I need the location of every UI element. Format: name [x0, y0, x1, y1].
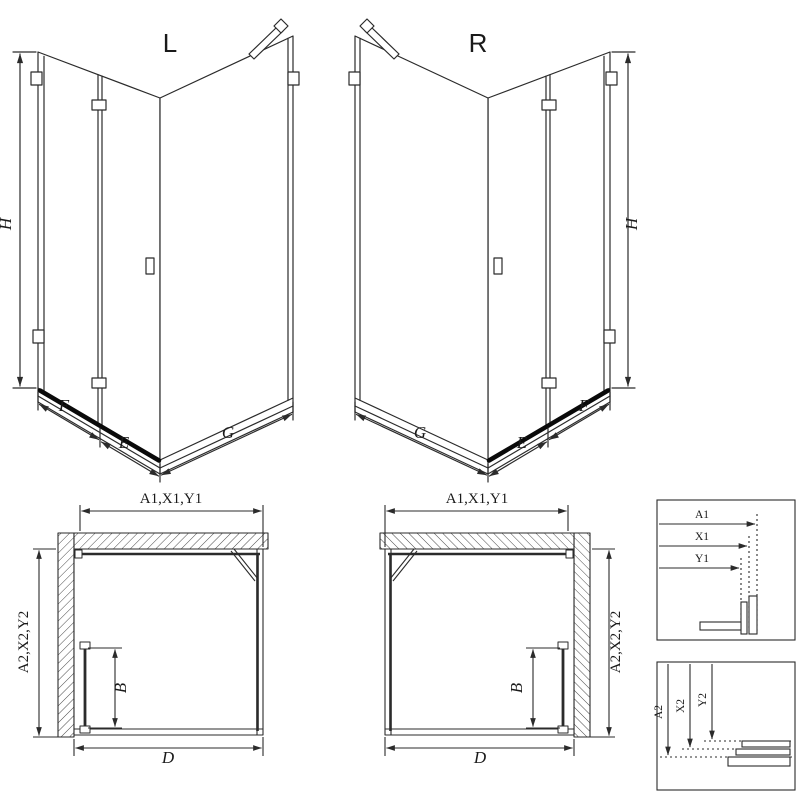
dim-label-g-left: G — [222, 423, 234, 442]
plan-left-width-label: A1,X1,Y1 — [140, 491, 203, 507]
variant-label-left: L — [163, 28, 177, 58]
plan-left-tray-label: D — [161, 748, 175, 767]
detail-x2-label: X2 — [675, 699, 687, 713]
plan-drawing-left — [33, 505, 268, 756]
iso-drawing-left — [13, 19, 299, 482]
detail-a1-label: A1 — [695, 509, 709, 521]
plan-left-depth-label: A2,X2,Y2 — [16, 611, 32, 674]
detail-width-dim-lines — [659, 521, 756, 571]
dim-label-h-right: H — [622, 216, 641, 231]
tray-profile-section — [727, 740, 791, 767]
wall-profile-section — [699, 595, 758, 635]
iso-drawing-right — [349, 19, 635, 482]
detail-y1-label: Y1 — [695, 553, 709, 565]
variant-label-right: R — [469, 28, 488, 58]
detail-depth-dim-lines — [665, 664, 715, 756]
plan-right-door-label: B — [507, 682, 526, 693]
detail-box-width-frame — [656, 499, 796, 641]
plan-right-width-label: A1,X1,Y1 — [446, 491, 509, 507]
dim-label-e-left: E — [118, 433, 130, 452]
detail-a2-label: A2 — [653, 705, 665, 719]
dim-label-h-left: H — [0, 216, 15, 231]
detail-box-depth-frame — [656, 661, 796, 791]
detail-box-width — [656, 499, 796, 641]
detail-box-depth — [656, 661, 796, 791]
dim-label-f-left: F — [58, 396, 70, 415]
dim-label-g-right: G — [414, 423, 426, 442]
dim-label-e-right: E — [516, 433, 528, 452]
dim-label-f-right: F — [578, 396, 590, 415]
plan-right-depth-label: A2,X2,Y2 — [608, 611, 624, 674]
detail-x1-label: X1 — [695, 531, 709, 543]
detail-y2-label: Y2 — [697, 693, 709, 707]
plan-right-tray-label: D — [473, 748, 487, 767]
plan-drawing-right — [380, 505, 615, 756]
plan-left-door-label: B — [111, 682, 130, 693]
